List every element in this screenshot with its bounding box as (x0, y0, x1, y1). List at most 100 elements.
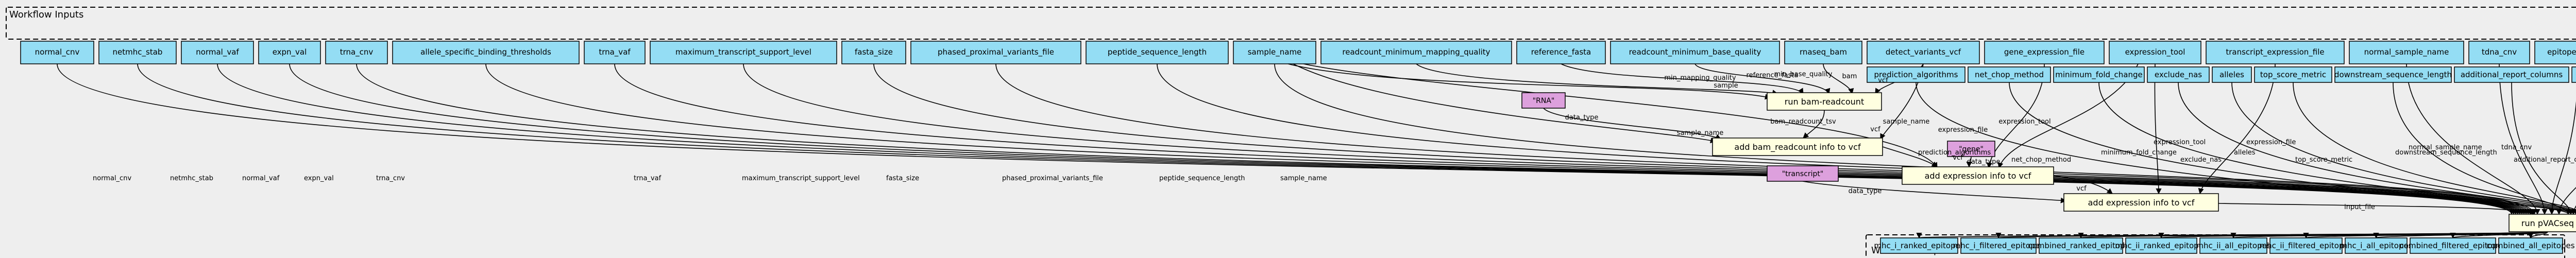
edge-label-netmhc_stab: netmhc_stab (170, 175, 213, 182)
output-combined-ranked-epitopes[interactable]: combined_ranked_epitopes (2028, 237, 2134, 254)
edge-tdna_vaf (2556, 187, 2576, 215)
constant-transcript: "transcript" (1767, 165, 1839, 182)
edge-label-tdna_cnv: tdna_cnv (2501, 144, 2532, 151)
input-expn-val[interactable]: expn_val (258, 41, 321, 64)
step-add-bam-readcount-info[interactable]: add bam_readcount info to vcf (1712, 137, 1883, 156)
output-mhc-ii-all-epitopes[interactable]: mhc_ii_all_epitopes (2196, 237, 2271, 254)
output-mhc-ii-filtered-epitopes[interactable]: mhc_ii_filtered_epitopes (2259, 237, 2353, 254)
input-transcript-expression-file[interactable]: transcript_expression_file (2206, 41, 2345, 64)
edge-label-tx_file: expression_file (2246, 139, 2296, 146)
workflow-inputs-cluster: Workflow Inputs (6, 7, 2576, 40)
svg-text:add bam_readcount info to vcf: add bam_readcount info to vcf (1734, 142, 1861, 152)
edge-label-tx_tool: expression_tool (2154, 139, 2206, 146)
input-tdna-cnv[interactable]: tdna_cnv (2468, 41, 2530, 64)
input-minimum-fold-change[interactable]: minimum_fold_change (2053, 66, 2145, 83)
output-nodes: mhc_i_ranked_epitopes mhc_i_filtered_epi… (1874, 237, 2575, 254)
output-combined-all-epitopes[interactable]: combined_all_epitopes (2486, 237, 2575, 254)
edge-peptide_len (1157, 63, 2535, 215)
step-add-expression-info-transcript[interactable]: add expression info to vcf (2063, 193, 2219, 212)
svg-text:allele_specific_binding_thresh: allele_specific_binding_thresholds (420, 47, 551, 57)
input-reference-fasta[interactable]: reference_fasta (1516, 41, 1606, 64)
svg-text:reference_fasta: reference_fasta (1531, 47, 1591, 57)
edge-label-expn_val: expn_val (304, 175, 334, 182)
svg-text:peptide_sequence_length: peptide_sequence_length (1108, 47, 1207, 57)
edge-tx_vcf (2053, 175, 2113, 194)
edge-tx_tool (2154, 63, 2162, 195)
input-phased-proximal-variants-file[interactable]: phased_proximal_variants_file (910, 41, 1081, 64)
input-rnaseq-bam[interactable]: rnaseq_bam (1784, 41, 1862, 64)
input-top-score-metric[interactable]: top_score_metric (2254, 66, 2332, 83)
input-prediction-algorithms[interactable]: prediction_algorithms (1867, 66, 1965, 83)
edge-label-vcf_br: vcf (1878, 77, 1888, 84)
input-maximum-transcript-support-level[interactable]: maximum_transcript_support_level (650, 41, 837, 64)
input-readcount-minimum-mapping-quality[interactable]: readcount_minimum_mapping_quality (1320, 41, 1512, 64)
workflow-inputs-title: Workflow Inputs (9, 9, 83, 20)
edge-mmq (1416, 63, 1778, 96)
svg-text:mhc_i_all_epitopes: mhc_i_all_epitopes (2340, 241, 2412, 251)
svg-text:trna_vaf: trna_vaf (599, 47, 631, 57)
output-mhc-ii-ranked-epitopes[interactable]: mhc_ii_ranked_epitopes (2115, 237, 2208, 254)
constant-rna: "RNA" (1521, 92, 1566, 109)
output-mhc-i-all-epitopes[interactable]: mhc_i_all_epitopes (2340, 237, 2413, 254)
output-combined-filtered-epitopes[interactable]: combined_filtered_epitopes (2400, 237, 2506, 254)
edge-tx_file (2198, 63, 2276, 195)
edge-label-ref: reference_fasta (1747, 72, 1799, 79)
edge-mfc (2098, 82, 2576, 215)
edge-bam (1823, 63, 1854, 95)
edge-label-peptide_len: peptide_sequence_length (1159, 175, 1245, 182)
edge-tx_dt (1802, 181, 2067, 203)
edge-label-pred_alg: prediction_algorithms (1918, 149, 1991, 157)
edge-label-sample_ar: sample_name (1677, 129, 1724, 137)
edge-gene_vcf (1882, 146, 1938, 167)
input-netmhc-stab[interactable]: netmhc_stab (98, 41, 177, 64)
input-trna-vaf[interactable]: trna_vaf (584, 41, 646, 64)
step-run-pvacseq[interactable]: run pVACseq (2509, 214, 2576, 232)
input-additional-report-columns[interactable]: additional_report_columns (2454, 66, 2569, 83)
input-trna-cnv[interactable]: trna_cnv (325, 41, 388, 64)
edge-label-normal_vaf: normal_vaf (242, 175, 280, 182)
input-peptide-sequence-length[interactable]: peptide_sequence_length (1086, 41, 1229, 64)
edge-label-sample_gene: sample_name (1883, 118, 1930, 126)
svg-text:mhc_ii_filtered_epitopes: mhc_ii_filtered_epitopes (2259, 241, 2352, 251)
input-downstream-sequence-length[interactable]: downstream_sequence_length (2334, 66, 2452, 83)
svg-text:minimum_fold_change: minimum_fold_change (2055, 70, 2143, 80)
input-allele-specific-binding-thresholds[interactable]: allele_specific_binding_thresholds (392, 41, 580, 64)
edge-input_file (2218, 203, 2535, 215)
input-sample-name[interactable]: sample_name (1233, 41, 1316, 64)
edge-label-tsm: top_score_metric (2295, 156, 2352, 164)
svg-text:run pVACseq: run pVACseq (2521, 218, 2574, 228)
edge-label-dsl: downstream_sequence_length (2395, 149, 2497, 157)
input-detect-variants-vcf[interactable]: detect_variants_vcf (1867, 41, 1980, 64)
svg-text:normal_cnv: normal_cnv (35, 47, 80, 57)
input-normal-sample-name[interactable]: normal_sample_name (2349, 41, 2464, 64)
edge-gene_dt (1966, 156, 1972, 168)
svg-text:"RNA": "RNA" (1533, 97, 1555, 105)
input-exclude-nas[interactable]: exclude_nas (2147, 66, 2210, 83)
edge-label-mmq: min_mapping_quality (1664, 74, 1736, 82)
input-net-chop-method[interactable]: net_chop_method (1968, 66, 2051, 83)
input-readcount-minimum-base-quality[interactable]: readcount_minimum_base_quality (1610, 41, 1780, 64)
edge-dsl (2393, 82, 2571, 215)
input-alleles[interactable]: alleles (2212, 66, 2252, 83)
svg-text:net_chop_method: net_chop_method (1975, 70, 2044, 80)
step-run-bam-readcount[interactable]: run bam-readcount (1767, 92, 1882, 111)
input-normal-vaf[interactable]: normal_vaf (181, 41, 254, 64)
input-normal-cnv[interactable]: normal_cnv (20, 41, 94, 64)
edge-mbq (1694, 63, 1831, 95)
edge-max_tsl (743, 63, 2529, 215)
output-mhc-i-filtered-epitopes[interactable]: mhc_i_filtered_epitopes (1953, 237, 2044, 254)
edge-exclude_nas (2178, 82, 2576, 215)
svg-text:gene_expression_file: gene_expression_file (2004, 47, 2084, 57)
edge-label-fasta_size: fasta_size (886, 175, 919, 182)
input-net-chop-threshold[interactable]: net_chop_threshold (2571, 66, 2576, 83)
output-mhc-i-ranked-epitopes[interactable]: mhc_i_ranked_epitopes (1874, 237, 1964, 254)
step-add-expression-info-gene[interactable]: add expression info to vcf (1902, 166, 2054, 185)
svg-text:trna_cnv: trna_cnv (340, 47, 374, 57)
edge-out7 (2450, 231, 2548, 239)
input-gene-expression-file[interactable]: gene_expression_file (1984, 41, 2105, 64)
edge-pred_alg (1916, 82, 2571, 215)
input-fasta-size[interactable]: fasta_size (841, 41, 906, 64)
input-expression-tool[interactable]: expression_tool (2109, 41, 2201, 64)
